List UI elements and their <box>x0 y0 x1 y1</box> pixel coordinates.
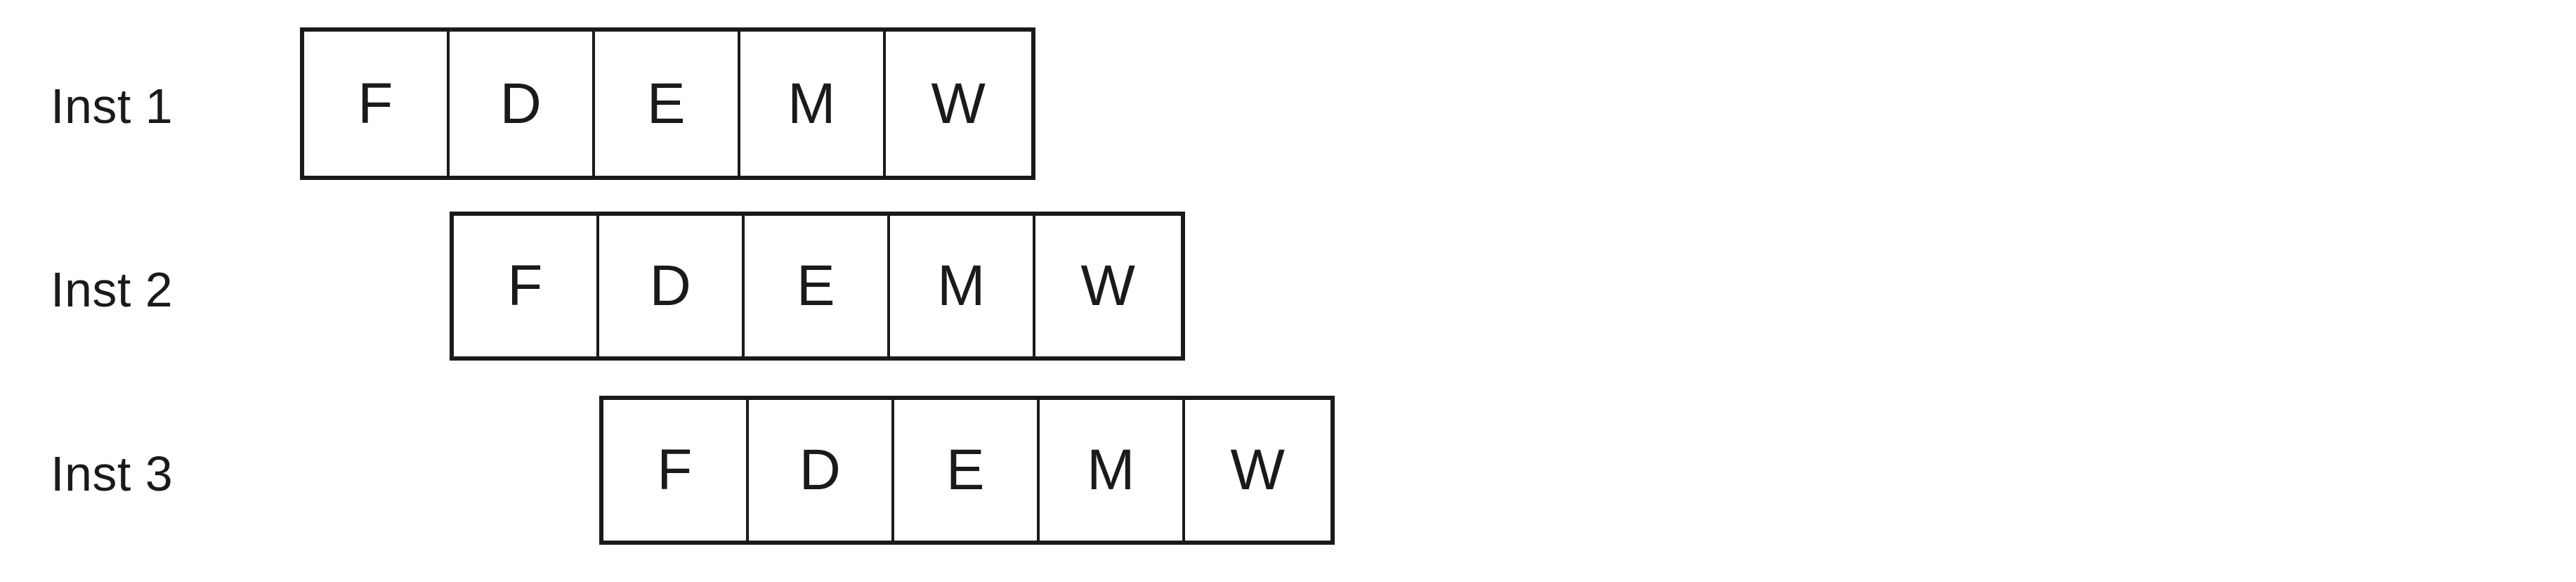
pipeline-stage-cell: D <box>450 32 595 176</box>
pipeline-stage-cell: D <box>599 216 745 356</box>
pipeline-stage-track-inst-3: F D E M W <box>599 396 1335 545</box>
pipeline-row-label-inst-3: Inst 3 <box>51 446 174 501</box>
pipeline-stage-cell: F <box>603 400 749 541</box>
pipeline-stage-cell: F <box>304 32 450 176</box>
pipeline-stage-cell: W <box>1035 216 1181 356</box>
pipeline-stage-cell: D <box>749 400 894 541</box>
pipeline-stage-cell: W <box>1185 400 1331 541</box>
pipeline-row-label-inst-1: Inst 1 <box>51 79 174 134</box>
pipeline-stage-cell: W <box>886 32 1031 176</box>
pipeline-stage-cell: M <box>1040 400 1185 541</box>
pipeline-stage-cell: E <box>894 400 1040 541</box>
pipeline-stage-track-inst-2: F D E M W <box>450 212 1185 361</box>
pipeline-stage-track-inst-1: F D E M W <box>300 27 1035 180</box>
pipeline-stage-cell: M <box>890 216 1035 356</box>
pipeline-row-label-inst-2: Inst 2 <box>51 262 174 317</box>
pipeline-stage-cell: F <box>454 216 599 356</box>
pipeline-stage-cell: M <box>740 32 886 176</box>
pipeline-stage-cell: E <box>745 216 890 356</box>
pipeline-stage-cell: E <box>595 32 740 176</box>
